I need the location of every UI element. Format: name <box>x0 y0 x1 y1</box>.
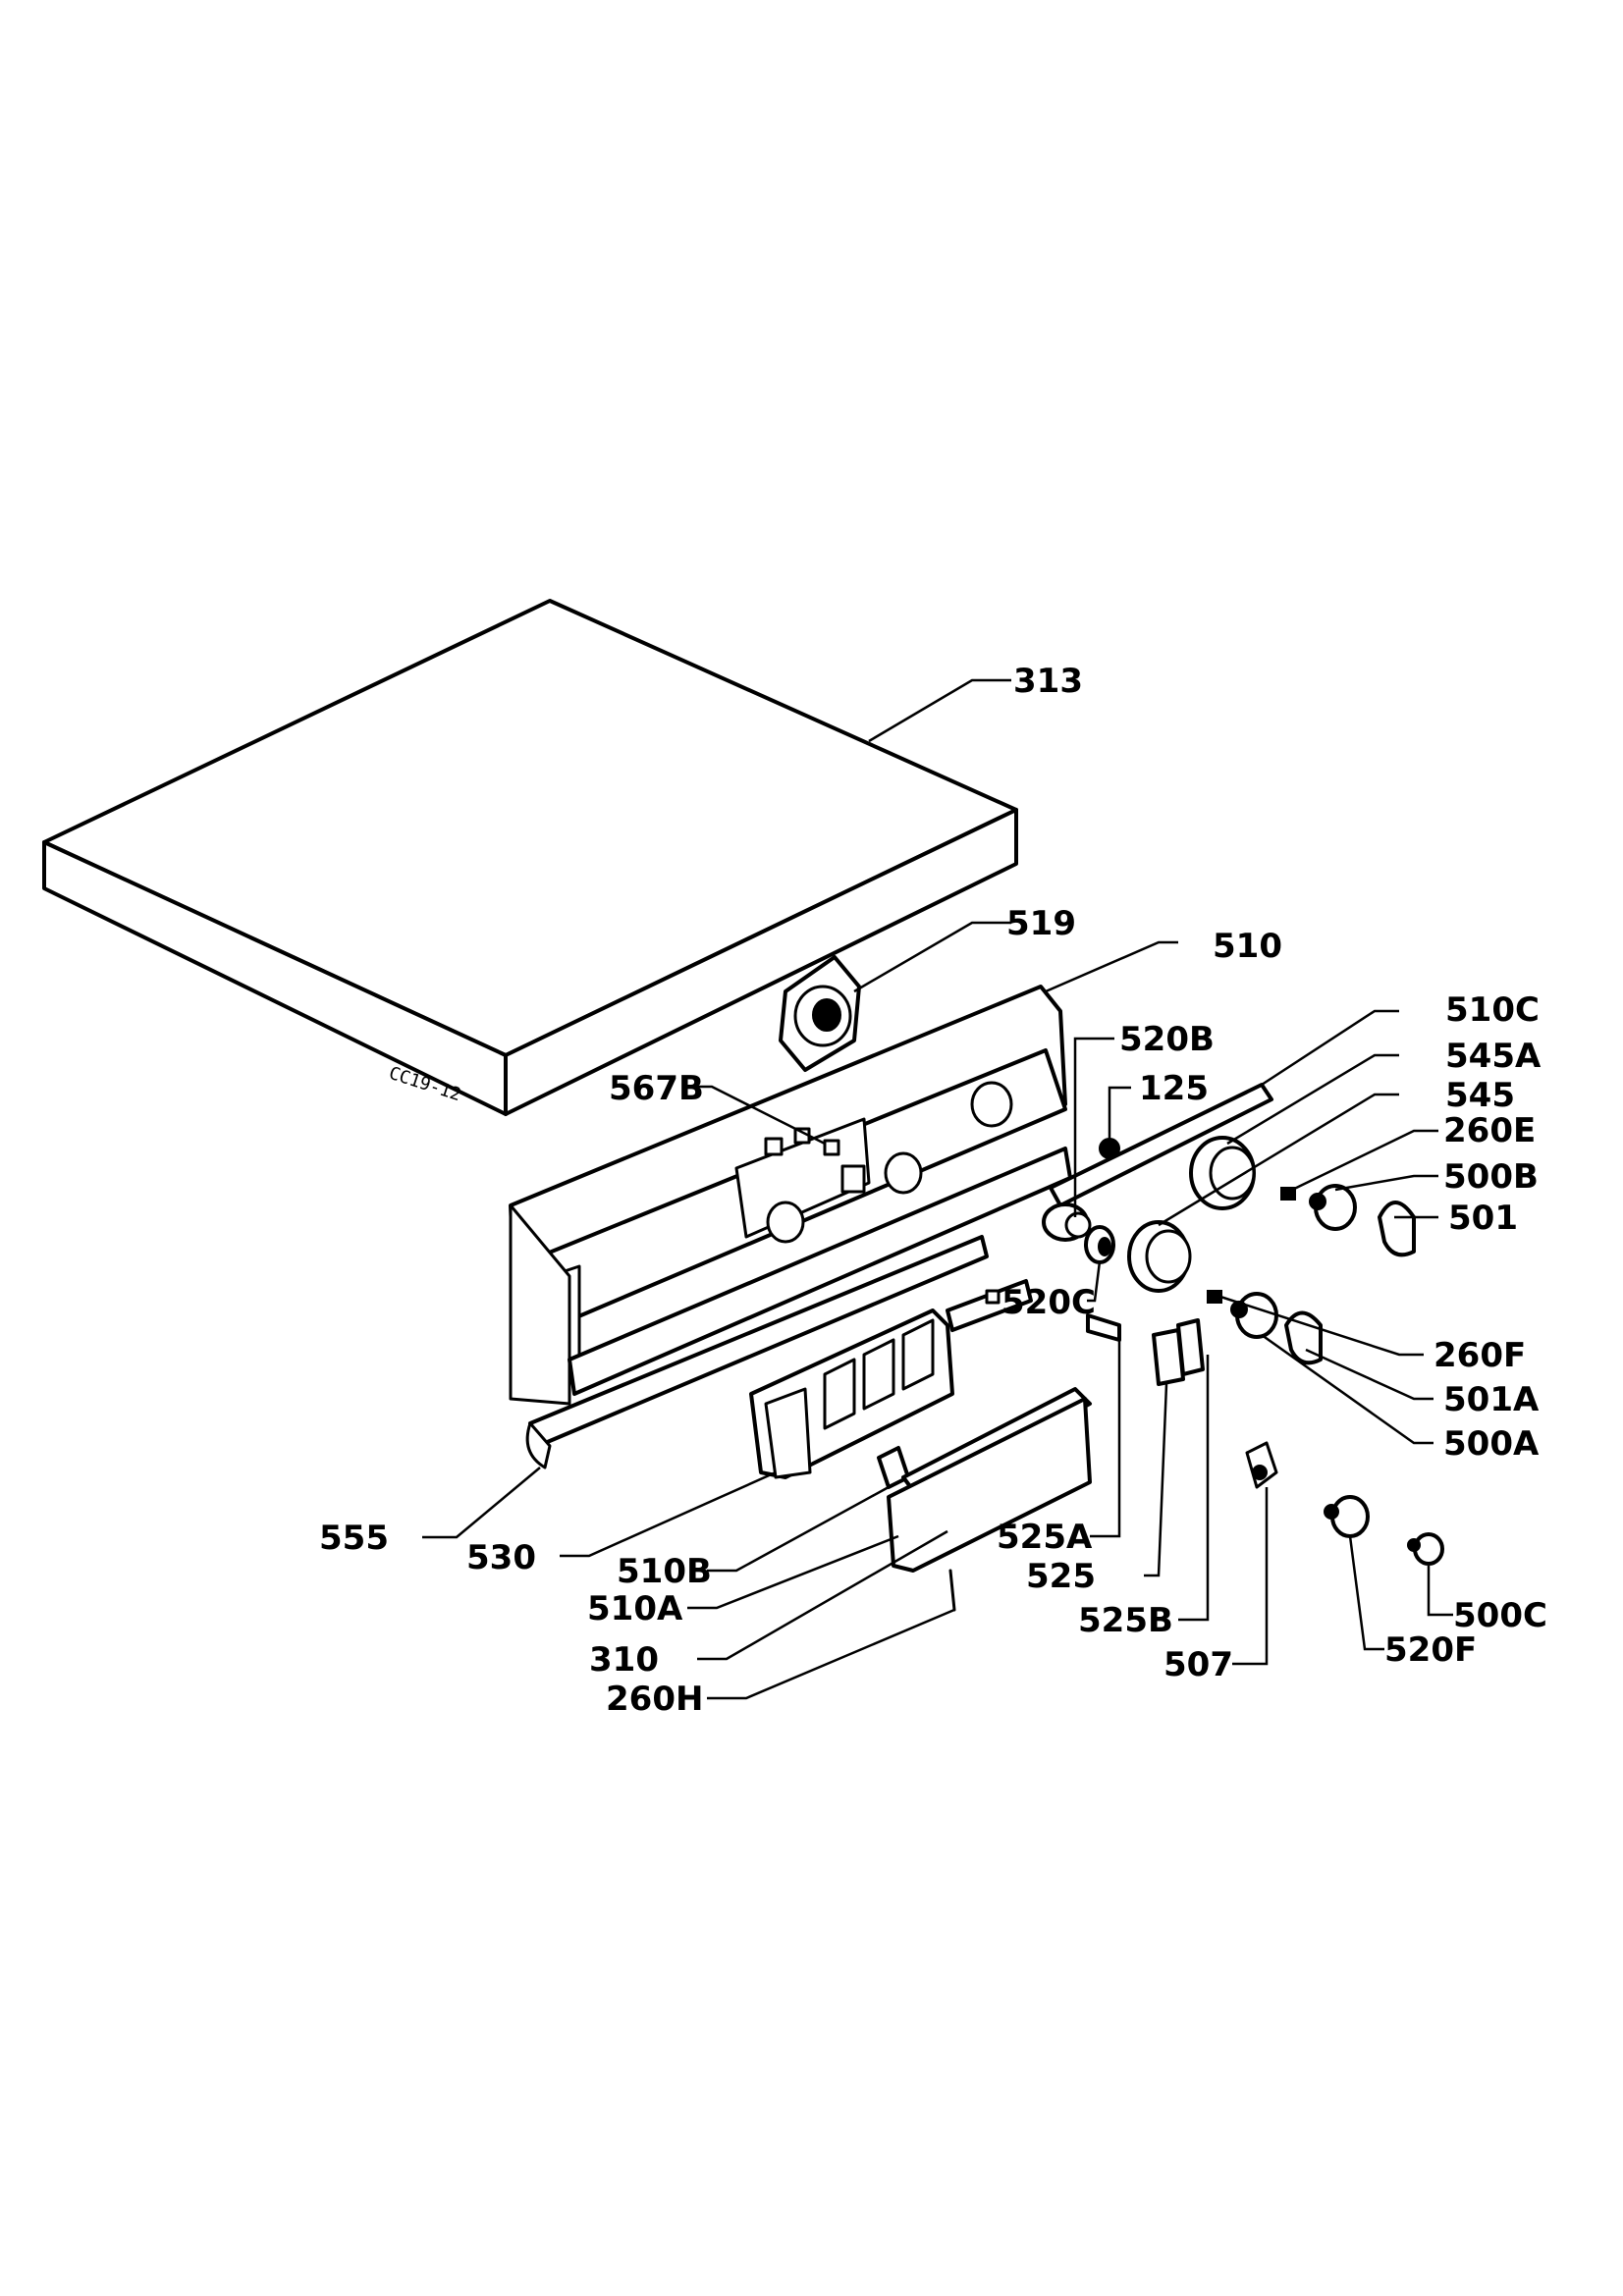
label-555: 555 <box>319 1519 389 1558</box>
part-260H-pin <box>948 1569 956 1612</box>
label-260E: 260E <box>1443 1111 1536 1150</box>
label-500B: 500B <box>1443 1157 1539 1197</box>
part-510A-flap <box>887 1387 1092 1573</box>
part-520F-knob <box>1324 1495 1370 1538</box>
part-525B-button <box>1176 1318 1205 1376</box>
label-520F: 520F <box>1384 1630 1477 1670</box>
label-519: 519 <box>1006 904 1076 943</box>
part-545-knob <box>1127 1220 1192 1293</box>
part-500B-shaft <box>1309 1184 1357 1231</box>
label-501: 501 <box>1448 1199 1518 1238</box>
label-510: 510 <box>1213 927 1282 966</box>
part-519-dial <box>779 955 861 1072</box>
label-510C: 510C <box>1445 990 1540 1030</box>
label-510A: 510A <box>587 1589 683 1629</box>
label-125: 125 <box>1139 1069 1209 1108</box>
part-310-bar <box>946 1279 1033 1332</box>
part-520C-gear <box>1084 1225 1115 1264</box>
label-525: 525 <box>1026 1557 1096 1596</box>
part-507-clip <box>1245 1441 1278 1489</box>
label-530: 530 <box>466 1538 536 1577</box>
label-310: 310 <box>589 1640 659 1680</box>
label-500A: 500A <box>1443 1424 1540 1464</box>
leader-lines <box>422 678 1453 1700</box>
part-313-top-panel: CC19-12 <box>42 599 1018 1116</box>
part-530-dispenser <box>749 1308 954 1479</box>
part-520B-switch <box>1042 1202 1092 1242</box>
label-545: 545 <box>1445 1076 1515 1115</box>
part-labels: 313 519 510 510C 520B 125 545A 545 260E … <box>319 662 1547 1719</box>
part-500C-knob <box>1407 1532 1444 1566</box>
label-520B: 520B <box>1119 1020 1215 1059</box>
label-260H: 260H <box>606 1680 703 1719</box>
part-525-button <box>1152 1328 1185 1386</box>
label-501A: 501A <box>1443 1380 1540 1419</box>
part-510B-insert <box>877 1446 910 1489</box>
label-260F: 260F <box>1434 1336 1526 1375</box>
label-525B: 525B <box>1078 1601 1173 1640</box>
part-510-control-panel <box>509 985 1072 1406</box>
part-500A-shaft <box>1230 1292 1278 1339</box>
label-520C: 520C <box>1001 1283 1096 1322</box>
label-313: 313 <box>1013 662 1083 701</box>
part-125-nut <box>1099 1138 1120 1159</box>
label-510B: 510B <box>617 1552 712 1591</box>
label-500C: 500C <box>1453 1596 1547 1635</box>
label-567B: 567B <box>609 1069 704 1108</box>
label-525A: 525A <box>997 1518 1093 1557</box>
part-555-trim-strip <box>525 1235 989 1469</box>
label-507: 507 <box>1163 1645 1233 1684</box>
part-510C-strip <box>1049 1083 1273 1207</box>
part-501-knob-cap <box>1378 1201 1416 1257</box>
label-545A: 545A <box>1445 1037 1542 1076</box>
